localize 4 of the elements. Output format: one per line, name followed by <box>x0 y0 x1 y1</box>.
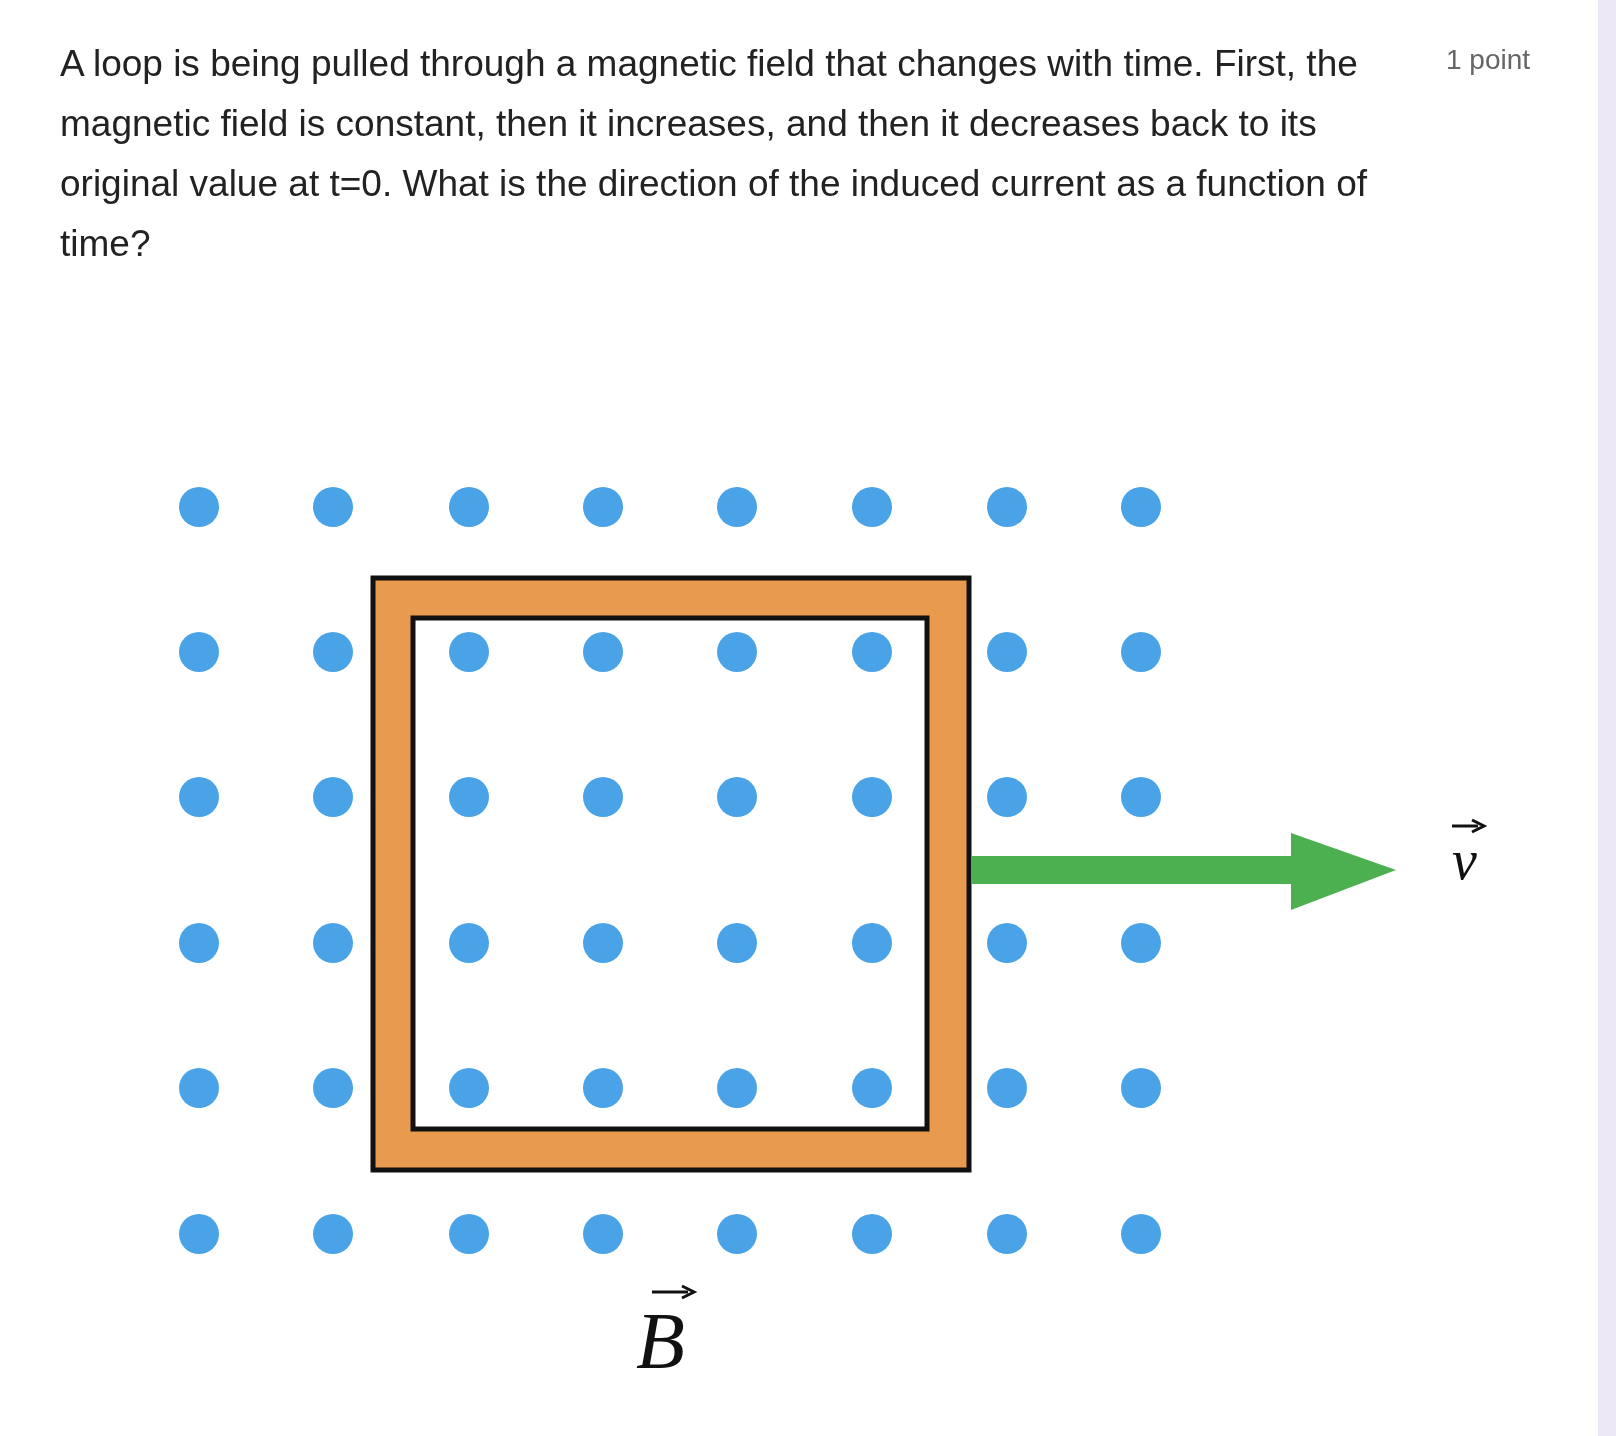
velocity-symbol: v <box>1452 828 1477 892</box>
question-text: A loop is being pulled through a magnetic field that changes with time. First, the magnetic field is constant, then it increases, and then it decreases back to its original value at t=0. What is the direction of the induced current as a function of time? <box>60 42 1369 266</box>
magnetic-field-symbol: B <box>636 1296 685 1387</box>
points-value: 1 point <box>1446 44 1531 76</box>
